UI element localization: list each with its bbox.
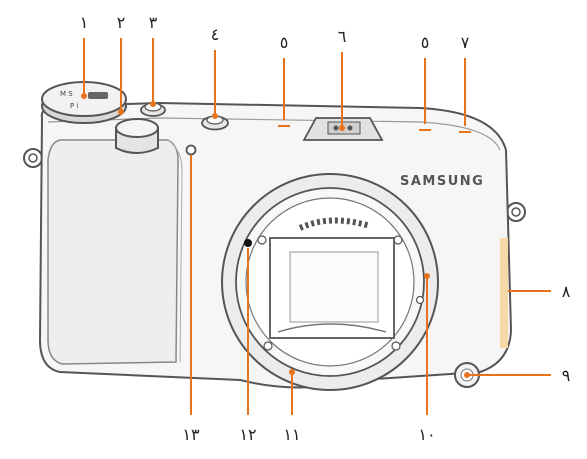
af-assist-lamp (185, 144, 197, 156)
strap-lug-left (23, 148, 43, 168)
lens-contacts (298, 217, 371, 231)
grip-edge-line (167, 139, 183, 363)
callout-1: ١ (80, 13, 89, 32)
callout-8: ٨ (562, 282, 571, 301)
callout-3: ٣ (149, 13, 158, 32)
shutter-button[interactable] (115, 118, 159, 154)
callout-6: ٦ (338, 27, 347, 46)
callout-7: ٧ (461, 33, 470, 52)
callout-11: ١١ (283, 425, 300, 444)
callout-9: ٩ (562, 366, 571, 385)
callout-13: ١٣ (182, 425, 200, 444)
svg-text:M S: M S (60, 90, 73, 98)
callout-5b: ٥ (421, 33, 430, 52)
image-sensor (269, 237, 395, 339)
svg-text:P i: P i (70, 102, 78, 110)
callout-4: ٤ (211, 25, 220, 44)
lens-mount-mark (244, 239, 252, 247)
strap-lug-right (506, 202, 526, 222)
top-plate-edge (47, 117, 501, 151)
brand-logo: SAMSUNG (400, 174, 484, 189)
nfc-antenna-strip (500, 238, 508, 348)
callout-12: ١٢ (239, 425, 256, 444)
callout-10: ١٠ (418, 425, 435, 444)
callout-5a: ٥ (280, 33, 289, 52)
callout-2: ٢ (117, 13, 126, 32)
hand-grip (47, 139, 179, 365)
